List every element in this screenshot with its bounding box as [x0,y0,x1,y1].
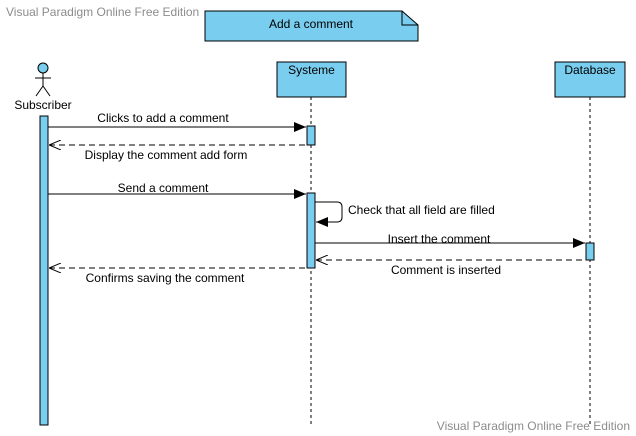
systeme-activation-1 [306,125,316,146]
systeme-header-box [276,61,347,98]
message-label: Display the comment add form [85,148,248,162]
lifeline-database: Database [554,61,626,425]
note-add-a-comment: Add a comment [204,10,419,42]
database-header-box [554,61,626,98]
note-label: Add a comment [269,17,354,31]
actor-left-leg [35,85,44,97]
actor-head [37,62,49,74]
note-shape [204,10,419,42]
note-fold [401,11,418,26]
actor-right-leg [42,85,51,97]
self-call-arrow [315,201,343,227]
message-comment-is-inserted: Comment is inserted [316,260,586,277]
message-label: Check that all field are filled [348,203,495,217]
message-label: Send a comment [118,181,209,195]
actor-subscriber: Subscriber [14,62,72,426]
watermark-bottom: Visual Paradigm Online Free Edition [436,419,630,433]
message-label: Insert the comment [388,232,491,246]
systeme-activation-2 [306,192,316,269]
watermark-top: Visual Paradigm Online Free Edition [6,5,200,19]
actor-label: Subscriber [14,98,71,112]
database-activation [585,242,595,261]
message-label: Confirms saving the comment [86,271,245,285]
message-label: Comment is inserted [391,263,501,277]
database-label: Database [564,63,616,77]
systeme-label: Systeme [288,63,335,77]
message-label: Clicks to add a comment [97,111,229,125]
message-confirms-saving-the-comment: Confirms saving the comment [49,268,307,285]
message-send-a-comment: Send a comment [48,181,306,199]
message-clicks-to-add-a-comment: Clicks to add a comment [48,111,306,132]
message-display-the-comment-add-form: Display the comment add form [49,145,307,162]
message-check-all-fields-self-call: Check that all field are filled [315,201,495,227]
message-insert-the-comment: Insert the comment [315,232,585,248]
subscriber-activation-bar [39,115,49,426]
lifeline-systeme: Systeme [276,61,347,425]
